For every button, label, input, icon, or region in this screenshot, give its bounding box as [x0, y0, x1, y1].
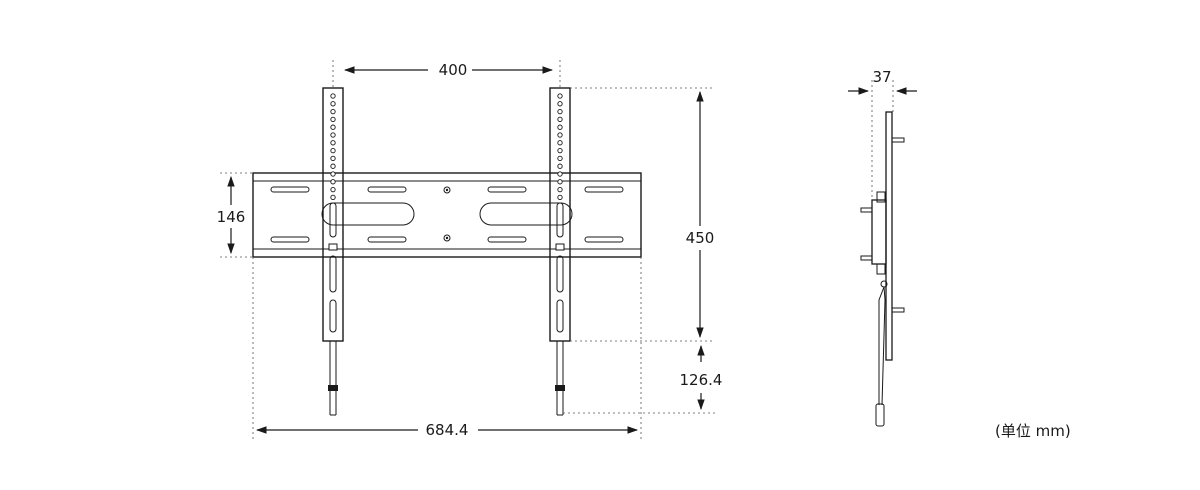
dimension-450: 450 [686, 90, 715, 339]
left-vertical-rail [322, 87, 344, 416]
rail-hole [557, 93, 563, 99]
rail-hole [330, 163, 336, 169]
horizontal-beam [252, 172, 642, 258]
rail-hole [557, 163, 563, 169]
rail-hole [557, 108, 563, 115]
dimension-label-37: 37 [872, 68, 891, 86]
rail-hole [330, 186, 336, 193]
rail-hole [330, 124, 336, 130]
rail-hole [557, 101, 563, 107]
rail-hole [330, 116, 336, 123]
rail-hole [330, 155, 336, 162]
dimension-400: 400 [343, 61, 554, 79]
front-view: 400 684.4 146 450 126.4 [217, 60, 723, 442]
dimension-label-450: 450 [686, 229, 715, 247]
rail-hole [557, 140, 563, 146]
rail-hole [330, 108, 336, 115]
rail-hole [557, 116, 563, 123]
rail-hole [330, 147, 336, 154]
dimension-label-684: 684.4 [426, 421, 469, 439]
dimension-label-146: 146 [217, 208, 246, 226]
rail-hole [330, 132, 336, 138]
extension-lines [220, 60, 715, 442]
rail-hole [557, 179, 563, 185]
rail-hole [557, 155, 563, 162]
rail-hole [330, 171, 336, 177]
rail-hole [330, 179, 336, 185]
rail-hole [330, 101, 336, 107]
rail-hole [557, 124, 563, 130]
dimension-126: 126.4 [680, 344, 723, 411]
rail-hole [557, 147, 563, 154]
dimension-label-400: 400 [439, 61, 468, 79]
dimension-684: 684.4 [255, 421, 639, 439]
rail-hole [557, 132, 563, 138]
right-vertical-rail [549, 87, 571, 416]
rail-hole [330, 93, 336, 99]
rail-hole [330, 140, 336, 146]
rail-hole [557, 186, 563, 193]
dimension-label-126: 126.4 [680, 371, 723, 389]
unit-label: (单位 mm) [995, 422, 1071, 440]
rail-hole [557, 171, 563, 177]
rail-hole [557, 194, 563, 201]
dimension-37: 37 [848, 68, 917, 95]
side-view: 37 [848, 68, 917, 427]
dimension-146: 146 [217, 175, 246, 255]
rail-hole [330, 194, 336, 201]
